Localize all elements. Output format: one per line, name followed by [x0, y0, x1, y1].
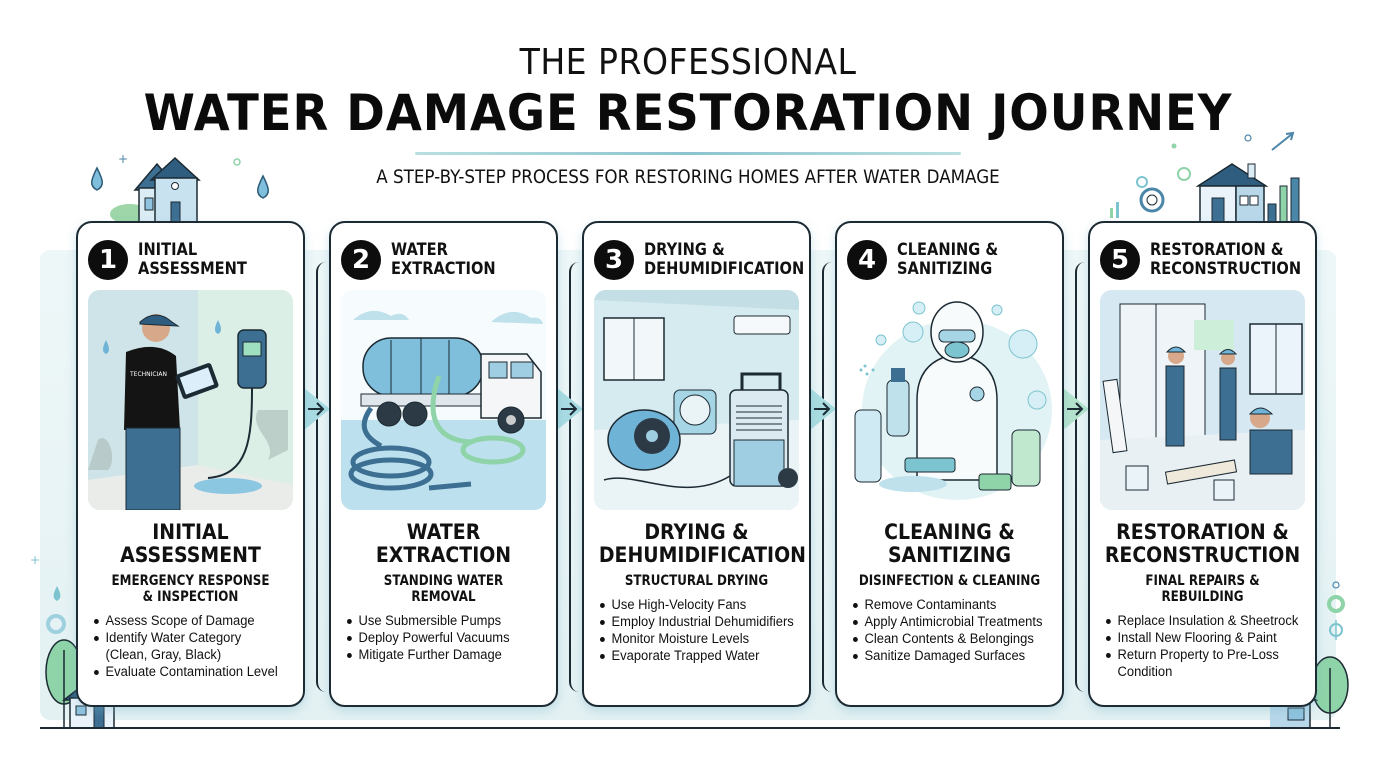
step-subtitle: STANDING WATER REMOVAL	[383, 573, 504, 605]
technician-moisture-meter-illustration: TECHNICIAN	[88, 290, 293, 510]
step-card-5: 5 RESTORATION &RECONSTRUCTION RESTORATIO…	[1088, 221, 1317, 707]
step-bullet-list: Use Submersible Pumps Deploy Powerful Va…	[335, 612, 552, 663]
bullet-item: Sanitize Damaged Surfaces	[853, 647, 1050, 664]
bullet-item: Deploy Powerful Vacuums	[347, 629, 544, 646]
step-number-badge: 3	[594, 240, 634, 280]
bullet-item: Evaporate Trapped Water	[600, 647, 797, 664]
title-top: THE PROFESSIONAL	[519, 42, 857, 83]
step-header: 5 RESTORATION &RECONSTRUCTION	[1100, 233, 1309, 287]
step-card-4: 4 CLEANING &SANITIZING CLEANING &SANITIZ…	[835, 221, 1064, 707]
step-body: DRYING &DEHUMIDIFICATION STRUCTURAL DRYI…	[588, 520, 806, 664]
bullet-item-continued: (Clean, Gray, Black)	[105, 647, 222, 662]
bullet-item: Return Property to Pre-Loss	[1106, 646, 1303, 663]
step-bullet-list: Replace Insulation & Sheetrock Install N…	[1094, 612, 1311, 680]
hazmat-worker-cleaning-illustration	[847, 290, 1052, 510]
step-card-3: 3 DRYING &DEHUMIDIFICATION DRYING &DEHU	[582, 221, 811, 707]
bullet-item: Mitigate Further Damage	[347, 646, 544, 663]
bullet-item: Monitor Moisture Levels	[600, 630, 797, 647]
bullet-item-continued: Condition	[1117, 664, 1173, 679]
title-divider	[415, 152, 961, 155]
arrow-right-icon	[1063, 388, 1089, 430]
extraction-truck-hose-illustration	[341, 290, 546, 510]
step-header-title: DRYING &DEHUMIDIFICATION	[644, 240, 805, 279]
step-bullet-list: Assess Scope of Damage Identify Water Ca…	[82, 612, 299, 680]
arrow-right-icon	[810, 388, 836, 430]
bullet-item: Use High-Velocity Fans	[600, 596, 797, 613]
workers-drywall-flooring-illustration	[1100, 290, 1305, 510]
step-body: CLEANING &SANITIZING DISINFECTION & CLEA…	[841, 521, 1058, 664]
page-title: WATER DAMAGE RESTORATION JOURNEY	[143, 84, 1233, 142]
connector-3	[822, 262, 834, 692]
house-water-drops-icon: +	[91, 152, 269, 222]
svg-text:TECHNICIAN: TECHNICIAN	[129, 371, 167, 378]
step-number-badge: 2	[341, 240, 381, 280]
step-subtitle: STRUCTURAL DRYING	[624, 573, 769, 589]
step-subtitle: EMERGENCY RESPONSE& INSPECTION	[111, 573, 270, 605]
step-bullet-list: Use High-Velocity Fans Employ Industrial…	[588, 596, 805, 664]
house-gear-growth-icon	[1110, 131, 1300, 222]
bullet-item: Remove Contaminants	[853, 596, 1050, 613]
connector-2	[569, 262, 581, 692]
step-title: RESTORATION &RECONSTRUCTION	[1104, 520, 1301, 567]
bullet-item: Use Submersible Pumps	[347, 612, 544, 629]
step-subtitle: DISINFECTION & CLEANING	[858, 573, 1041, 589]
bullet-item: Apply Antimicrobial Treatments	[853, 613, 1050, 630]
bullet-item: Employ Industrial Dehumidifiers	[600, 613, 797, 630]
bullet-item: Install New Flooring & Paint	[1106, 629, 1303, 646]
bullet-item: Evaluate Contamination Level	[94, 663, 291, 680]
bullet-item: Assess Scope of Damage	[94, 612, 291, 629]
step-header: 4 CLEANING &SANITIZING	[847, 233, 1056, 287]
bullet-item: Clean Contents & Belongings	[853, 630, 1050, 647]
step-title: CLEANING &SANITIZING	[884, 520, 1015, 567]
svg-text:+: +	[118, 152, 128, 166]
step-body: RESTORATION &RECONSTRUCTION FINAL REPAIR…	[1094, 521, 1311, 680]
step-bullet-list: Remove Contaminants Apply Antimicrobial …	[841, 596, 1058, 664]
step-header: 3 DRYING &DEHUMIDIFICATION	[594, 233, 805, 287]
bullet-item: Identify Water Category	[94, 629, 291, 646]
arrow-right-icon	[304, 388, 330, 430]
step-header-title: RESTORATION &RECONSTRUCTION	[1150, 240, 1302, 279]
step-subtitle: FINAL REPAIRS & REBUILDING	[1145, 573, 1260, 605]
step-number-badge: 4	[847, 240, 887, 280]
fans-dehumidifier-room-illustration	[594, 290, 799, 510]
connector-1	[316, 262, 328, 692]
step-number-badge: 5	[1100, 240, 1140, 280]
step-header-title: CLEANING &SANITIZING	[897, 240, 999, 279]
arrow-right-icon	[557, 388, 583, 430]
connector-4	[1075, 262, 1087, 692]
ground-line	[40, 727, 1340, 729]
page-subtitle: A STEP-BY-STEP PROCESS FOR RESTORING HOM…	[376, 166, 1000, 188]
step-number-badge: 1	[88, 240, 128, 280]
svg-text:+: +	[30, 553, 40, 567]
bullet-item: Replace Insulation & Sheetrock	[1106, 612, 1303, 629]
step-title: DRYING &DEHUMIDIFICATION	[598, 520, 806, 567]
